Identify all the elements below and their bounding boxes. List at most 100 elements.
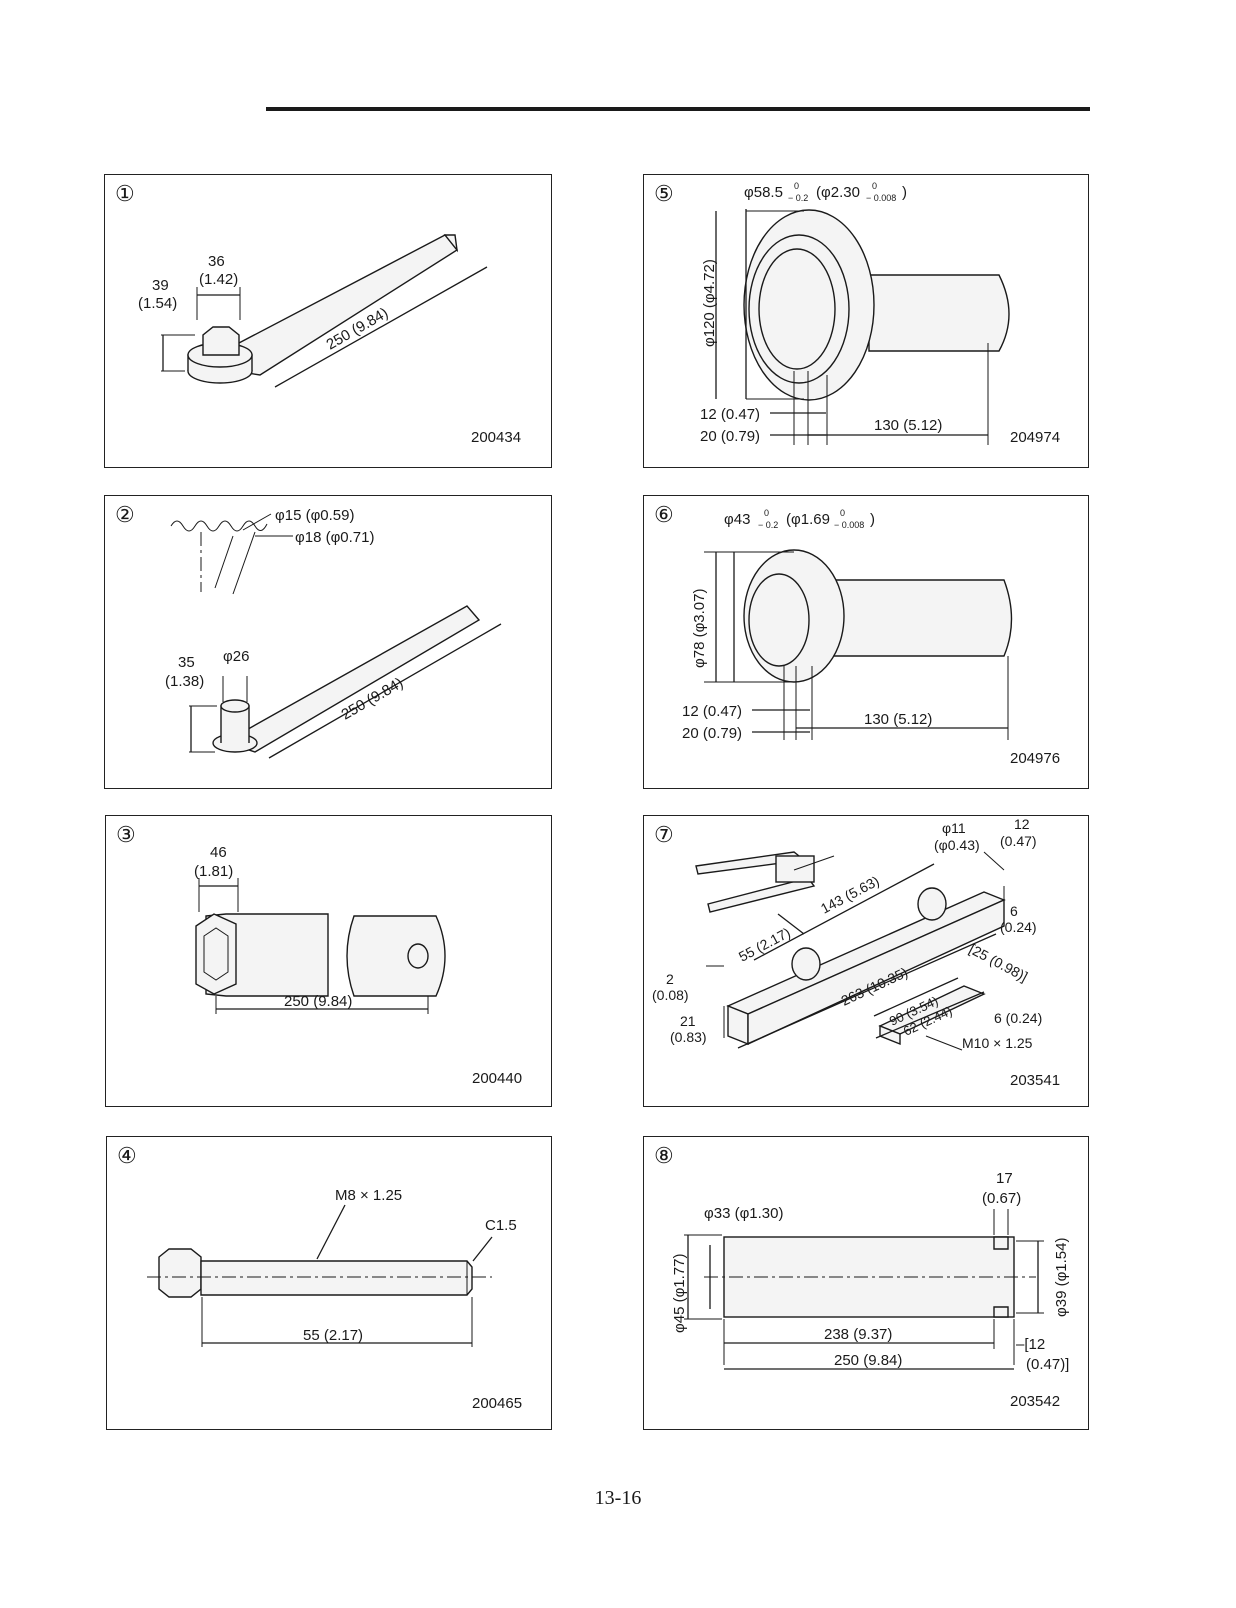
dim-label: –[12 [1016,1336,1045,1353]
dim-label: (0.47)] [1026,1356,1069,1373]
bolt-shank [200,1260,473,1296]
dim-label: (0.67) [982,1190,1021,1207]
tool-5-drawing: ⑤ φ58.5 0 − 0.2 (φ2.30 0 − 0.008 ) φ120 … [654,181,1010,445]
dim-label: M8 × 1.25 [335,1187,402,1204]
dim-label: 0 [794,181,799,191]
tool-panel-7: ⑦ φ11 (φ0.43) 12 (0.47) 143 (5.63) 6 (0.… [643,815,1089,1107]
dim-label: 143 (5.63) [818,873,882,917]
dim-label: φ26 [223,648,249,665]
inset-bracket [775,855,815,883]
dim-label: 21 [680,1013,696,1029]
dim-label: φ78 (φ3.07) [691,589,708,669]
dim-label: ) [870,511,875,528]
figure-code: 203541 [1010,1072,1061,1089]
inset-rail-bottom [707,877,816,913]
dim-label: φ15 (φ0.59) [275,507,355,524]
figure-code: 204976 [1010,750,1061,767]
dim-label: 20 (0.79) [682,725,742,742]
dim-label: (1.81) [194,863,233,880]
dim-label: 17 [996,1170,1013,1187]
tool-1-drawing: ① 36 (1.42) 39 (1.54) 250 (9.84) [115,181,488,388]
dim-label: 0 [764,508,769,518]
dim-label: φ18 (φ0.71) [295,529,375,546]
dim-label: (0.24) [1000,919,1037,935]
panel-index: ⑧ [654,1143,674,1168]
dim-label: 20 (0.79) [700,428,760,445]
tool-panel-1: ① 36 (1.42) 39 (1.54) 250 (9.84) 200434 [104,174,552,468]
dim-label: 0 [840,508,845,518]
dim-label: φ33 (φ1.30) [704,1205,784,1222]
dim-label: − 0.008 [866,193,896,203]
dim-label: 55 (2.17) [303,1327,363,1344]
tool-4-drawing: ④ 55 (2.17) M8 × 1.25 C1.5 [117,1143,517,1347]
dim-label: − 0.2 [788,193,808,203]
figure-code: 200434 [471,429,522,446]
dim-label: (0.08) [652,987,689,1003]
mandrel-shaft [868,274,1010,352]
dim-label: 6 [1010,903,1018,919]
dim-label: (1.54) [138,295,177,312]
bolt-head [158,1248,202,1298]
adapter-plate-end [879,1024,901,1046]
boss-2 [917,887,947,921]
dim-label: (1.38) [165,673,204,690]
dim-label: φ58.5 [744,184,783,201]
drift-face [758,248,836,370]
dim-label: (0.83) [670,1029,707,1045]
page-number: 13-16 [594,1487,642,1509]
dim-label: φ45 (φ1.77) [671,1254,688,1334]
dim-label: 46 [210,844,227,861]
figure-code: 200465 [472,1395,523,1412]
dim-label: 250 (9.84) [834,1352,902,1369]
tube-section [346,915,446,997]
dim-label: (φ2.30 [816,184,860,201]
panel-index: ⑥ [654,502,674,527]
dim-label: 6 (0.24) [994,1010,1042,1026]
header-rule [266,107,1090,111]
dim-label: φ11 [942,820,966,836]
panel-index: ⑤ [654,181,674,206]
tool-2-drawing: ② φ15 (φ0.59) φ18 (φ0.71) 35 (1.38) φ26 … [115,502,502,759]
dim-label: (0.47) [1000,833,1037,849]
tool-6-drawing: ⑥ φ43 0 − 0.2 (φ1.69 0 − 0.008 ) φ78 (φ3… [654,502,1013,742]
tool-panel-8: ⑧ φ45 (φ1.77) φ33 (φ1.30) φ39 (φ1.54) 17… [643,1136,1089,1430]
panel-index: ① [115,181,135,206]
dim-label: φ39 (φ1.54) [1053,1238,1070,1318]
wrench-handle [223,605,481,753]
panel-index: ② [115,502,135,527]
figure-code: 204974 [1010,429,1061,446]
drift-face [748,573,810,667]
dim-label: 12 (0.47) [700,406,760,423]
tommy-bar-hole [407,943,429,969]
puller-bar-face [747,898,1005,1046]
dim-label: (φ0.43) [934,837,980,853]
dim-label: − 0.2 [758,520,778,530]
panel-index: ③ [116,822,136,847]
handle-tip [443,234,459,253]
tool-7-drawing: ⑦ φ11 (φ0.43) 12 (0.47) 143 (5.63) 6 (0.… [652,816,1042,1051]
dim-label: 12 [1014,816,1030,832]
dim-label: 130 (5.12) [874,417,942,434]
panel-index: ⑦ [654,822,674,847]
hex-head [202,326,240,356]
dim-label: 35 [178,654,195,671]
dim-label: 250 (9.84) [284,993,352,1010]
tool-panel-2: ② φ15 (φ0.59) φ18 (φ0.71) 35 (1.38) φ26 … [104,495,552,789]
tool-8-drawing: ⑧ φ45 (φ1.77) φ33 (φ1.30) φ39 (φ1.54) 17… [654,1143,1070,1373]
panel-index: ④ [117,1143,137,1168]
tool-panel-5: ⑤ φ58.5 0 − 0.2 (φ2.30 0 − 0.008 ) φ120 … [643,174,1089,468]
dim-label: − 0.008 [834,520,864,530]
dim-label: 130 (5.12) [864,711,932,728]
dim-label: φ43 [724,511,750,528]
dim-label: (φ1.69 [786,511,830,528]
dim-label: [25 (0.98)] [967,941,1031,985]
dim-label: 39 [152,277,169,294]
tool-panel-6: ⑥ φ43 0 − 0.2 (φ1.69 0 − 0.008 ) φ78 (φ3… [643,495,1089,789]
figure-code: 203542 [1010,1393,1061,1410]
hex-socket-end [195,913,237,995]
dim-label: 2 [666,971,674,987]
mandrel-shaft [823,579,1013,657]
tool-panel-4: ④ 55 (2.17) M8 × 1.25 C1.5 200465 [106,1136,552,1430]
dim-label: 36 [208,253,225,270]
dim-label: 0 [872,181,877,191]
